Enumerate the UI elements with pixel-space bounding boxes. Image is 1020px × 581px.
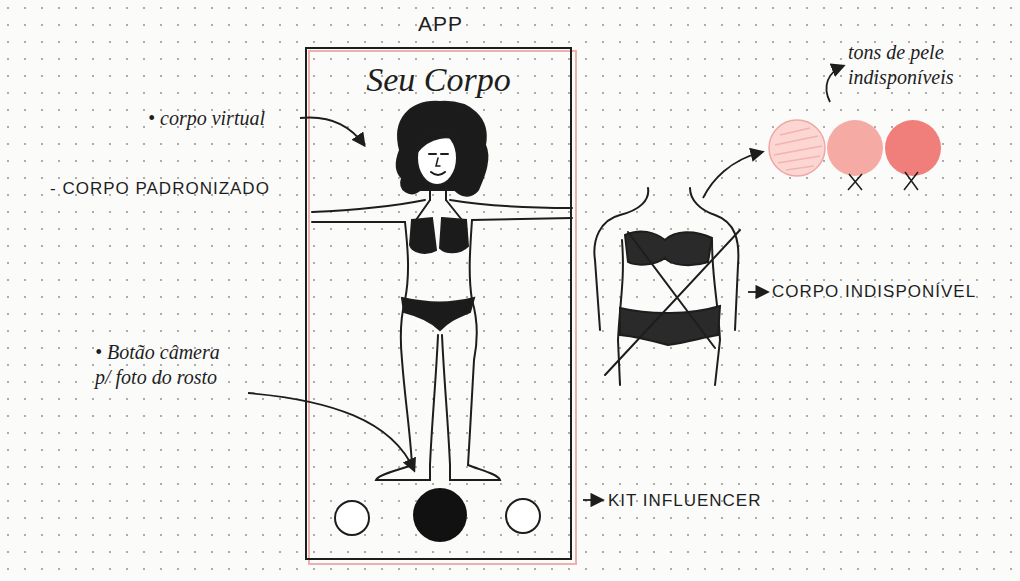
cross-mark [848, 172, 918, 190]
feet [376, 465, 500, 480]
cross-mark [605, 230, 740, 375]
phone-frame: APPSeu Corpo [305, 47, 572, 560]
mouth [431, 172, 445, 175]
skin-tone [827, 120, 883, 176]
leader-arrow [300, 117, 364, 145]
app-heading: APP [307, 11, 574, 37]
screen-title: Seu Corpo [307, 59, 570, 102]
bikini-bottom [620, 306, 720, 345]
callout-note: • Botão câmera p/ foto do rosto [95, 340, 240, 390]
legs [402, 335, 474, 465]
leader-arrow [248, 393, 414, 470]
neck [430, 184, 446, 200]
phone-shadow [309, 51, 576, 564]
bikini-top [410, 218, 468, 253]
leader-arrow [703, 152, 762, 198]
bikini-top [625, 231, 712, 265]
section-note: CORPO INDISPONÍVEL [772, 281, 1017, 302]
skin-tone [769, 120, 825, 176]
leader-arrow [583, 499, 602, 501]
side-button [335, 501, 369, 535]
callout-note: tons de pele indisponíveis [848, 40, 988, 90]
section-note: KIT INFLUENCER [608, 490, 848, 511]
camera-button [413, 488, 467, 542]
bangs [417, 130, 460, 152]
callout-note: • corpo virtual [148, 106, 308, 131]
nose [436, 158, 440, 166]
skin-tone [885, 120, 941, 176]
bikini-bottom [402, 298, 474, 330]
eyes [429, 153, 448, 155]
side-button [506, 499, 540, 533]
hatching [774, 128, 822, 170]
bikini-strap [416, 200, 462, 220]
leader-arrow [826, 66, 843, 102]
hair [397, 102, 488, 196]
section-note: - CORPO PADRONIZADO [50, 178, 300, 199]
leader-arrow [748, 291, 767, 293]
